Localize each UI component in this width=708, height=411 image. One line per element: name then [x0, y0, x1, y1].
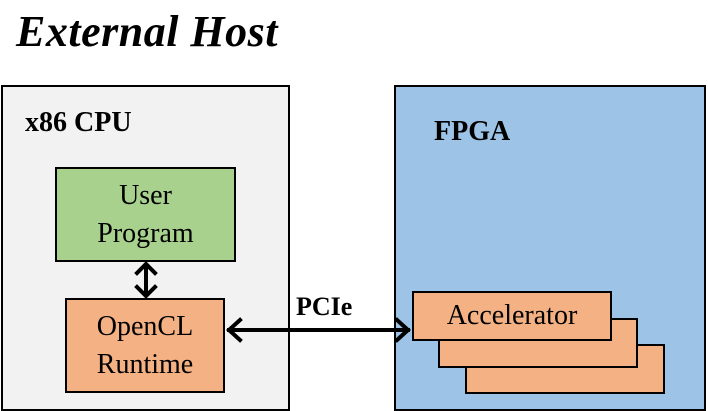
diagram-title: External Host	[16, 7, 278, 56]
pcie-arrow	[226, 317, 411, 343]
accelerator-box: Accelerator	[412, 291, 612, 341]
cpu-label: x86 CPU	[25, 107, 132, 138]
opencl-runtime-line2: Runtime	[96, 348, 194, 380]
user-program-line1: User	[119, 179, 172, 211]
opencl-runtime-line1: OpenCL	[96, 310, 194, 342]
opencl-runtime-box: OpenCL Runtime	[65, 298, 225, 393]
accelerator-label: Accelerator	[446, 300, 578, 331]
user-program-line2: Program	[97, 217, 194, 249]
fpga-label: FPGA	[434, 116, 511, 147]
program-runtime-arrow	[134, 261, 158, 299]
user-program-box: User Program	[55, 167, 236, 262]
pcie-label: PCIe	[296, 292, 353, 321]
